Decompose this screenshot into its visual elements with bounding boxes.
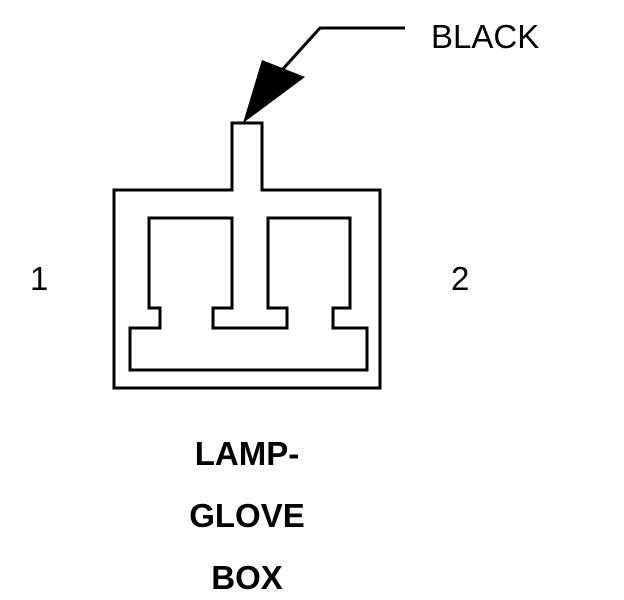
wire-color-label: BLACK bbox=[431, 18, 539, 55]
component-name-line-2: GLOVE bbox=[189, 497, 305, 534]
component-name-line-1: LAMP- bbox=[195, 435, 299, 472]
wire-callout: BLACK bbox=[243, 18, 539, 123]
pin-label-1: 1 bbox=[30, 260, 48, 297]
connector-housing bbox=[112, 121, 382, 390]
component-name-line-3: BOX bbox=[211, 559, 283, 596]
callout-leader-line bbox=[280, 26, 405, 72]
pin-label-2: 2 bbox=[451, 260, 469, 297]
callout-arrowhead bbox=[243, 60, 305, 123]
connector bbox=[112, 121, 382, 390]
component-name: LAMP- GLOVE BOX bbox=[189, 435, 305, 596]
connector-cavity bbox=[128, 216, 369, 372]
